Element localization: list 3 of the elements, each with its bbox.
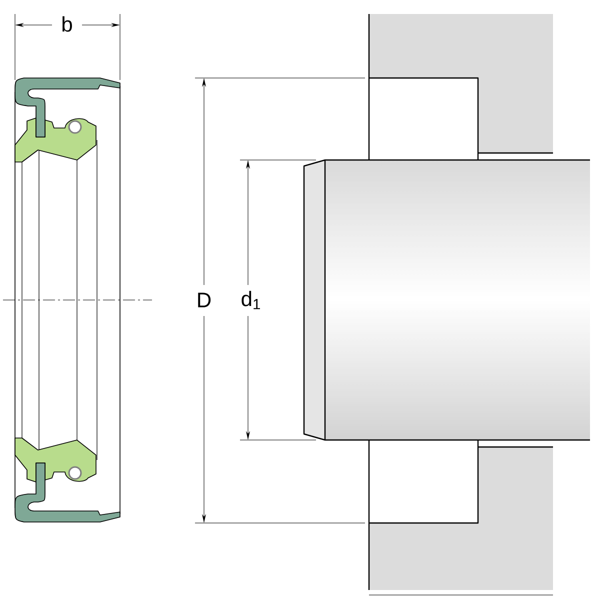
dimension-label: d$_{1}$ (242, 290, 260, 310)
dimension-label: D (198, 292, 211, 308)
dimension-label: b (62, 16, 72, 32)
